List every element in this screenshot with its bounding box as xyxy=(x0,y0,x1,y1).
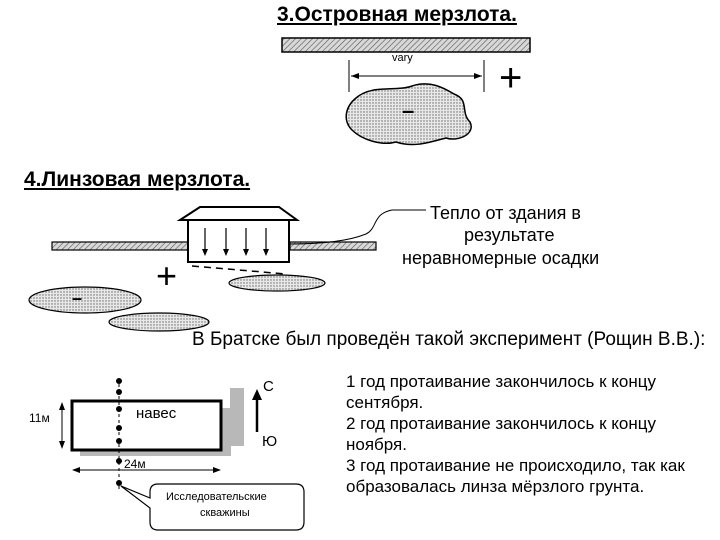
ground-surface-strip xyxy=(281,37,531,53)
length-arrow-right xyxy=(213,467,221,473)
heat-callout-line2: результате xyxy=(464,225,555,245)
ground-strip-left xyxy=(51,241,189,251)
ground-strip-right xyxy=(289,241,377,251)
plus-sign: + xyxy=(499,56,523,100)
island-permafrost-diagram xyxy=(281,37,531,146)
dimension-arrow-left xyxy=(351,73,359,79)
section4-title: 4.Линзовая мерзлота. xyxy=(24,168,251,191)
building-body xyxy=(187,219,290,263)
length-label: 24м xyxy=(124,457,146,471)
experiment-intro: В Братске был проведён такой эксперимент… xyxy=(192,329,706,350)
permafrost-lens-left xyxy=(28,286,142,314)
north-arrow-head xyxy=(252,389,262,400)
width-label: 11м xyxy=(29,411,50,425)
vary-dimension-label: vary xyxy=(392,52,413,64)
borehole-callout-line1: Исследовательские xyxy=(166,491,267,503)
lens-permafrost-diagram xyxy=(28,206,426,332)
experiment-plan-diagram xyxy=(59,378,305,531)
result-year-1: 1 год протаивание закончилось к концу се… xyxy=(346,372,656,412)
canopy-outline xyxy=(70,399,223,452)
heat-flow-arrowheads xyxy=(202,249,269,256)
north-arrow-shadow xyxy=(230,388,244,446)
callout-leader-line xyxy=(289,209,426,245)
borehole-markers xyxy=(116,378,122,486)
experiment-results: 1 год протаивание закончилось к концу се… xyxy=(346,371,714,497)
length-arrow-left xyxy=(72,467,80,473)
heat-callout-line3: неравномерные осадки xyxy=(402,248,600,268)
canopy-label: навес xyxy=(136,405,177,422)
heat-flow-arrows xyxy=(204,228,267,252)
permafrost-lens-right xyxy=(228,274,326,292)
north-label: С xyxy=(263,378,274,395)
width-arrow-bottom xyxy=(59,441,65,449)
heat-callout-line1: Тепло от здания в xyxy=(430,203,581,223)
width-arrow-top xyxy=(59,402,65,410)
result-year-2: 2 год протаивание закончилось к концу но… xyxy=(346,414,656,454)
minus-sign: – xyxy=(402,98,415,123)
result-year-3: 3 год протаивание не происходило, так ка… xyxy=(346,456,685,496)
section3-title: 3.Островная мерзлота. xyxy=(277,3,517,26)
building-roof xyxy=(176,206,301,221)
permafrost-lens-bottom xyxy=(108,312,210,332)
lens-minus-sign: – xyxy=(72,288,83,308)
borehole-callout-bubble xyxy=(120,483,305,531)
lens-plus-sign: + xyxy=(156,255,178,296)
borehole-callout-line2: скважины xyxy=(200,507,250,519)
permafrost-island-blob xyxy=(345,83,472,146)
settlement-dashed-line xyxy=(191,265,287,275)
south-label: Ю xyxy=(262,433,278,450)
dimension-arrow-right xyxy=(474,73,482,79)
